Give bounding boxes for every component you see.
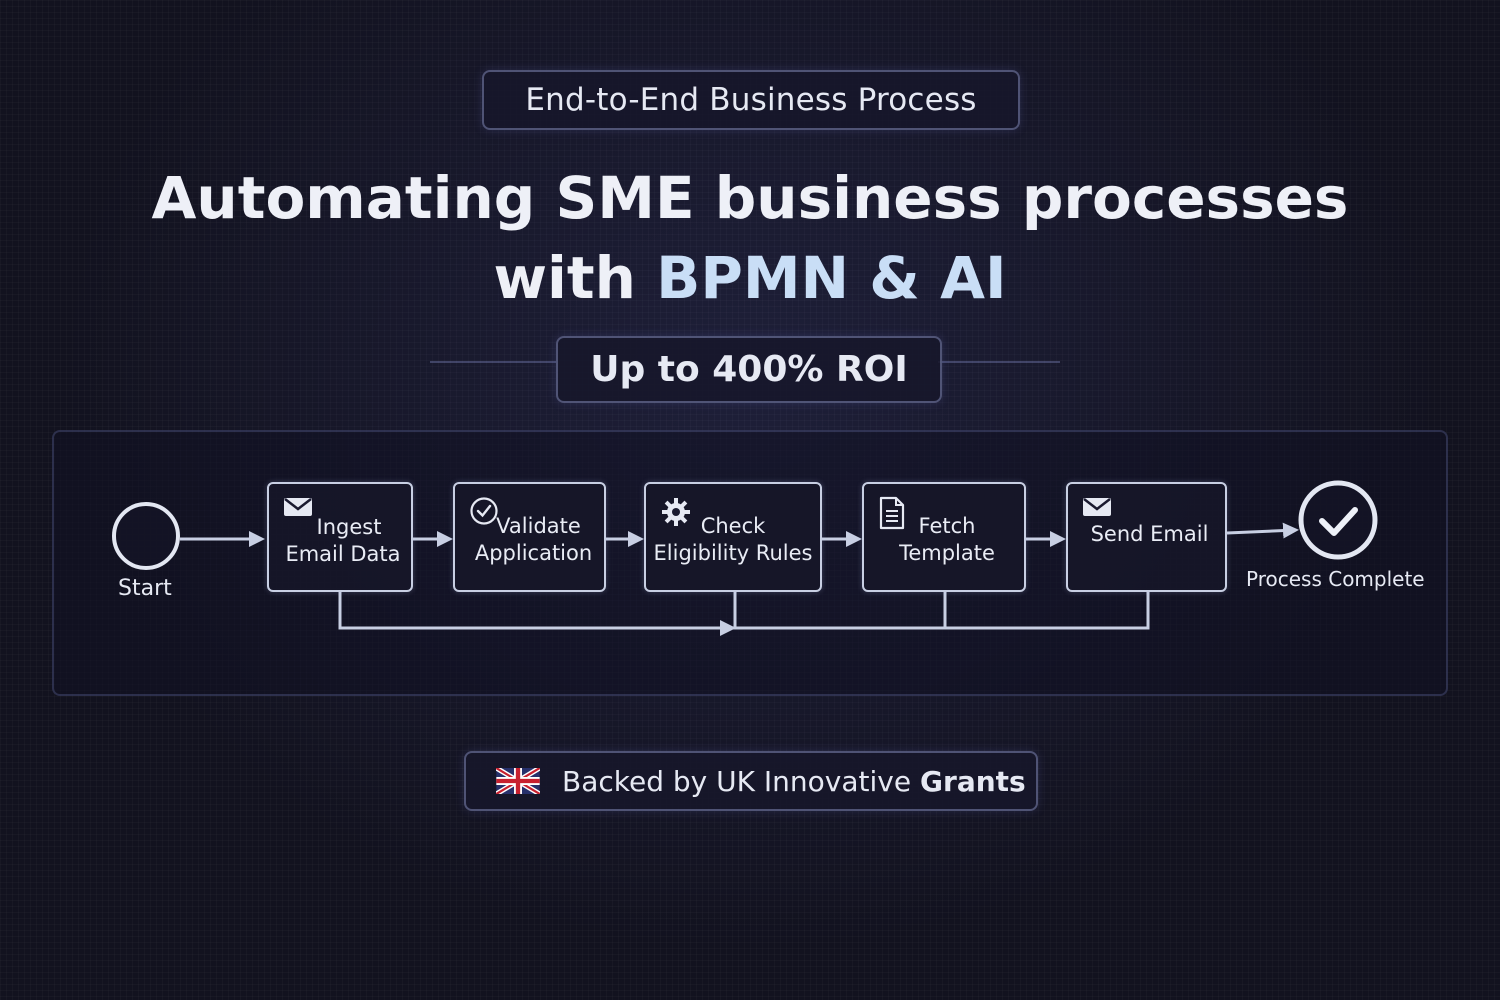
- envelope-icon: [1083, 498, 1111, 516]
- section-tag-label: End-to-End Business Process: [525, 82, 977, 118]
- task-check-line-1: Check: [700, 514, 766, 538]
- task-ingest-line-2: Email Data: [285, 542, 401, 566]
- start-event-circle: [112, 502, 180, 570]
- task-fetch-template: Fetch Template: [862, 482, 1026, 592]
- start-event-label: Start: [118, 576, 172, 601]
- end-event-circle: [1298, 480, 1378, 560]
- task-fetch-line-2: Template: [899, 541, 995, 565]
- check-circle-icon: [470, 497, 498, 525]
- task-ingest-line-1: Ingest: [316, 515, 382, 539]
- backing-text-bold: Grants: [920, 764, 1026, 798]
- document-icon: [879, 496, 905, 530]
- task-check-eligibility-rules: Check Eligibility Rules: [644, 482, 822, 592]
- headline: Automating SME business processes with B…: [0, 158, 1500, 318]
- envelope-icon: [284, 498, 312, 516]
- headline-line-2: with BPMN & AI: [0, 238, 1500, 318]
- roi-left-rule: [430, 361, 556, 363]
- headline-accent: BPMN & AI: [656, 244, 1007, 312]
- end-event-label: Process Complete: [1246, 567, 1425, 591]
- task-check-line-2: Eligibility Rules: [653, 541, 813, 565]
- uk-flag-icon: [496, 768, 540, 794]
- flow-send-to-complete: [1226, 522, 1299, 539]
- roi-badge: Up to 400% ROI: [556, 336, 942, 403]
- end-event-check: [1319, 507, 1358, 536]
- backing-badge: Backed by UK Innovative Grants: [464, 751, 1038, 811]
- headline-line-2-prefix: with: [493, 244, 657, 312]
- task-fetch-line-1: Fetch: [918, 514, 976, 538]
- feedback-path: [338, 592, 1150, 630]
- section-tag: End-to-End Business Process: [482, 70, 1020, 130]
- backing-text: Backed by UK Innovative: [562, 764, 912, 798]
- roi-label: Up to 400% ROI: [590, 349, 908, 390]
- task-validate-line-1: Validate: [496, 514, 581, 538]
- task-send-email: Send Email: [1066, 482, 1227, 592]
- headline-line-1: Automating SME business processes: [151, 164, 1349, 232]
- task-ingest-email-data: Ingest Email Data: [267, 482, 413, 592]
- gear-icon: [662, 498, 690, 526]
- roi-right-rule: [938, 361, 1060, 363]
- task-validate-line-2: Application: [474, 541, 593, 565]
- task-send-line-1: Send Email: [1090, 521, 1209, 546]
- task-validate-application: Validate Application: [453, 482, 606, 592]
